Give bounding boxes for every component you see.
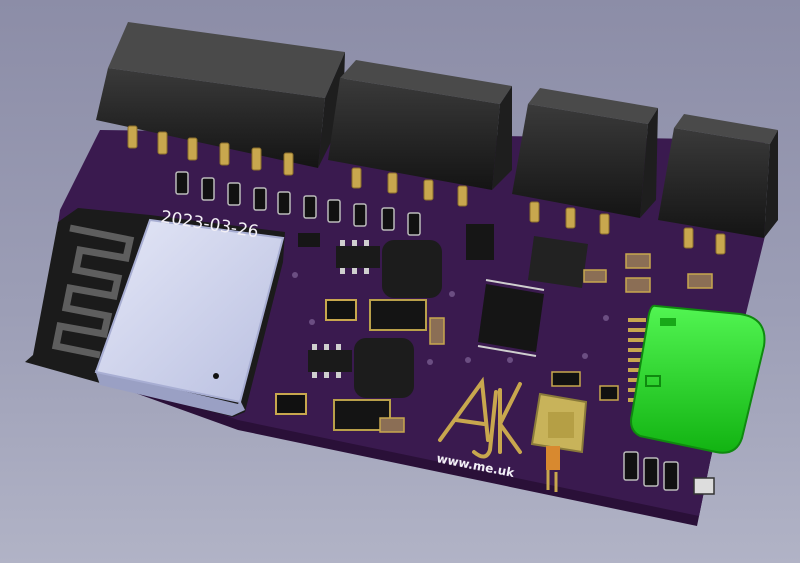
pcb-trace-antenna-icon [51,224,135,359]
wifi-shield-can [94,218,285,404]
pin1-marker [213,373,219,379]
wifi-shield-can-side [95,370,245,416]
capacitors [379,253,713,433]
power-section-1 [325,240,442,331]
ic-sot [466,224,494,260]
resistor-row [175,171,421,236]
wifi-module[interactable] [25,208,285,417]
microcontroller-qfn [477,279,545,357]
vias [292,272,609,365]
ajk-logo [438,376,522,459]
ic-qfn-2 [528,236,588,288]
inductor-1 [382,240,442,298]
tactile-switch[interactable] [530,392,588,492]
inductor-2 [354,338,414,398]
resistor-group-bottom [623,451,715,495]
connector-4-pin-header[interactable] [328,60,512,207]
connector-6-pin-header[interactable] [96,22,345,176]
usb-c-connector[interactable] [628,304,766,454]
connector-3-pin-header[interactable] [512,88,658,235]
connector-2-pin-header[interactable] [658,114,778,255]
transistor-sot23 [298,233,320,247]
